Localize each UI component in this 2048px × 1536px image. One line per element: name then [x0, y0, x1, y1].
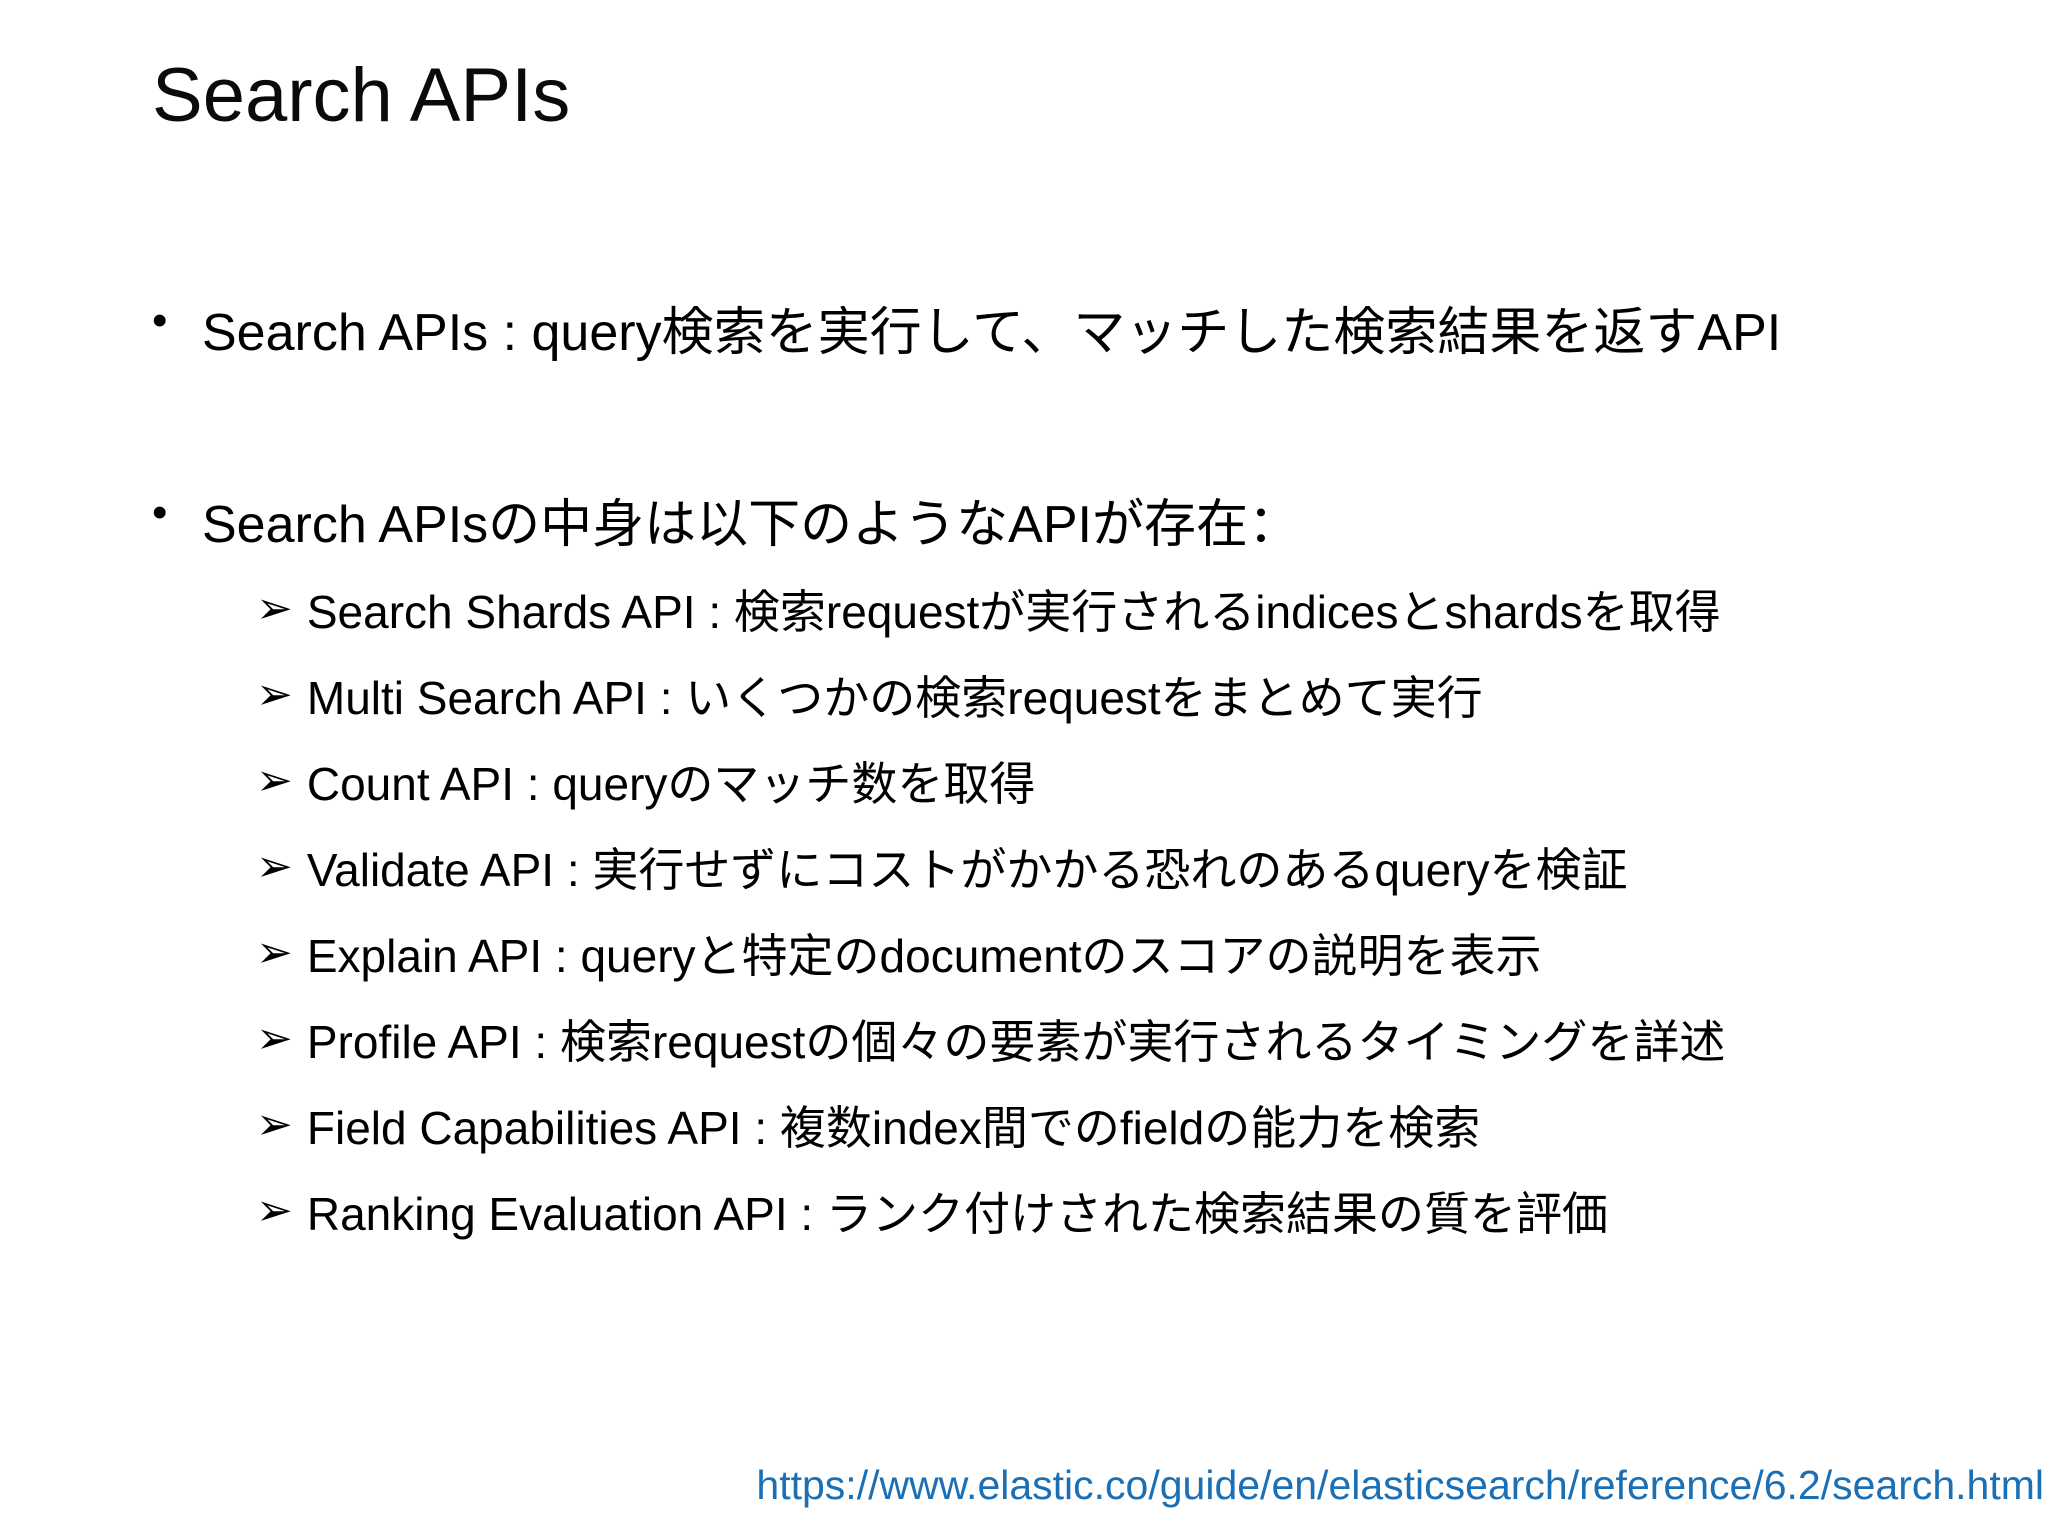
sub-bullet-item: ➢ Count API : queryのマッチ数を取得: [256, 738, 1725, 824]
sub-bullet-text: Field Capabilities API : 複数index間でのfield…: [306, 1102, 1481, 1154]
arrow-bullet-icon: ➢: [256, 584, 293, 633]
arrow-bullet-icon: ➢: [256, 1100, 293, 1149]
arrow-bullet-icon: ➢: [256, 1186, 293, 1235]
sub-bullet-item: ➢ Ranking Evaluation API : ランク付けされた検索結果の…: [256, 1168, 1725, 1254]
arrow-bullet-icon: ➢: [256, 1014, 293, 1063]
bullet-text: Search APIs : query検索を実行して、マッチした検索結果を返すA…: [202, 304, 1782, 362]
sub-bullet-item: ➢ Multi Search API : いくつかの検索requestをまとめて…: [256, 652, 1725, 738]
sub-bullet-text: Ranking Evaluation API : ランク付けされた検索結果の質を…: [306, 1188, 1608, 1240]
bullet-item: • Search APIsの中身は以下のようなAPIが存在：: [152, 482, 1300, 557]
sub-bullet-text: Search Shards API : 検索requestが実行されるindic…: [306, 586, 1721, 638]
sub-bullet-item: ➢ Validate API : 実行せずにコストがかかる恐れのあるqueryを…: [256, 824, 1725, 910]
sub-bullet-text: Explain API : queryと特定のdocumentのスコアの説明を表…: [306, 930, 1542, 982]
sub-bullet-item: ➢ Search Shards API : 検索requestが実行されるind…: [256, 566, 1725, 652]
bullet-item: • Search APIs : query検索を実行して、マッチした検索結果を返…: [152, 290, 1781, 365]
arrow-bullet-icon: ➢: [256, 670, 293, 719]
bullet-dot-icon: •: [152, 488, 168, 537]
sub-bullet-text: Multi Search API : いくつかの検索requestをまとめて実行: [306, 672, 1483, 724]
arrow-bullet-icon: ➢: [256, 756, 293, 805]
sub-bullet-text: Profile API : 検索requestの個々の要素が実行されるタイミング…: [306, 1016, 1726, 1068]
sub-bullet-item: ➢ Field Capabilities API : 複数index間でのfie…: [256, 1082, 1725, 1168]
sub-bullet-item: ➢ Explain API : queryと特定のdocumentのスコアの説明…: [256, 910, 1725, 996]
arrow-bullet-icon: ➢: [256, 928, 293, 977]
bullet-text: Search APIsの中身は以下のようなAPIが存在：: [202, 496, 1300, 554]
sub-bullet-text: Validate API : 実行せずにコストがかかる恐れのあるqueryを検証: [306, 844, 1628, 896]
sub-bullet-item: ➢ Profile API : 検索requestの個々の要素が実行されるタイミ…: [256, 996, 1725, 1082]
page-title: Search APIs: [152, 53, 571, 138]
arrow-bullet-icon: ➢: [256, 842, 293, 891]
bullet-dot-icon: •: [152, 296, 168, 345]
reference-link[interactable]: https://www.elastic.co/guide/en/elastics…: [756, 1462, 2044, 1508]
sub-bullet-text: Count API : queryのマッチ数を取得: [306, 758, 1036, 810]
sub-bullet-list: ➢ Search Shards API : 検索requestが実行されるind…: [256, 566, 1725, 1254]
